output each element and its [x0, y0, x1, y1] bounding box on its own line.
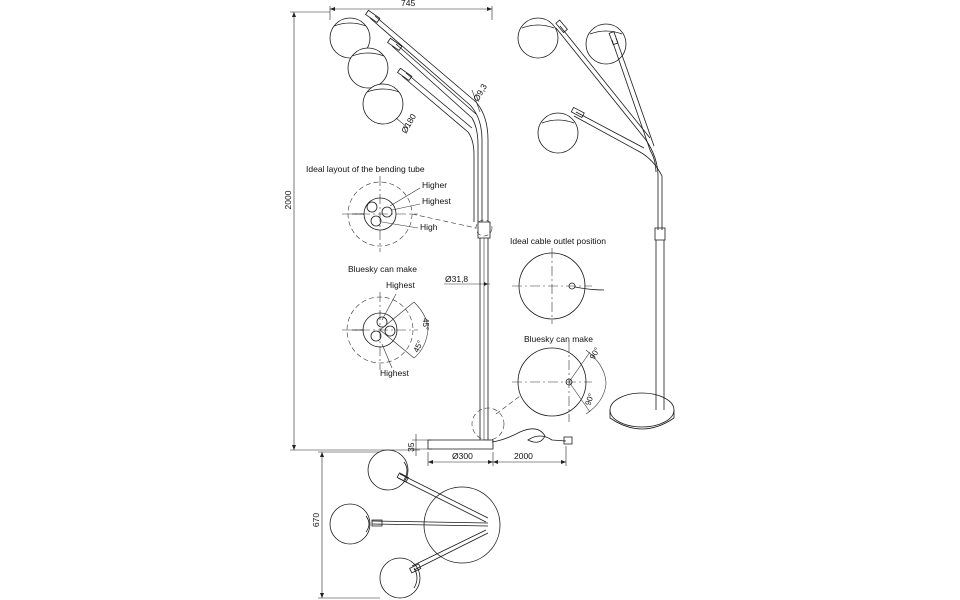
bluesky-right-detail [496, 342, 606, 422]
width-dimension: 745 [330, 0, 492, 20]
ideal-cable-title: Ideal cable outlet position [510, 236, 606, 246]
width-label: 745 [401, 0, 415, 8]
lamp-side-view [330, 10, 572, 449]
bluesky-left-title: Bluesky can make [348, 264, 417, 274]
shade-bottom [363, 84, 403, 124]
cable-length-label: 2000 [514, 451, 533, 461]
highest-bottom-label: Highest [380, 368, 409, 378]
base-dimensions [412, 434, 566, 466]
angle-45b-label: 45° [412, 339, 425, 354]
height-label: 2000 [283, 190, 293, 209]
bluesky-right-title: Bluesky can make [524, 334, 593, 344]
bluesky-left-detail [342, 292, 428, 370]
angle-90b-label: 90° [583, 392, 596, 406]
lamp-plan-view [330, 450, 500, 598]
plan-depth-dimension [318, 452, 380, 598]
high-label: High [420, 222, 438, 232]
lamp-perspective-view [518, 18, 675, 429]
shade-middle [348, 48, 388, 88]
highest-label: Highest [422, 196, 451, 206]
ideal-layout-title: Ideal layout of the bending tube [306, 164, 425, 174]
plan-depth-label: 670 [311, 513, 321, 527]
angle-45a-label: 45° [421, 318, 430, 330]
ideal-cable-detail [512, 248, 604, 324]
pole-diameter-label: Ø31,8 [445, 274, 468, 284]
base-height-label: 35 [406, 442, 416, 452]
angle-90a-label: 90° [588, 346, 602, 361]
height-dimension: 2000 [283, 12, 420, 450]
base-diameter-label: Ø300 [452, 451, 473, 461]
ideal-layout-detail [342, 176, 420, 252]
highest-top-label: Highest [386, 280, 415, 290]
shade-diameter-label: Ø180 [399, 112, 418, 135]
tube-diameter-label: Ø9,3 [471, 82, 489, 103]
shade-top [330, 18, 370, 58]
higher-label: Higher [422, 180, 447, 190]
